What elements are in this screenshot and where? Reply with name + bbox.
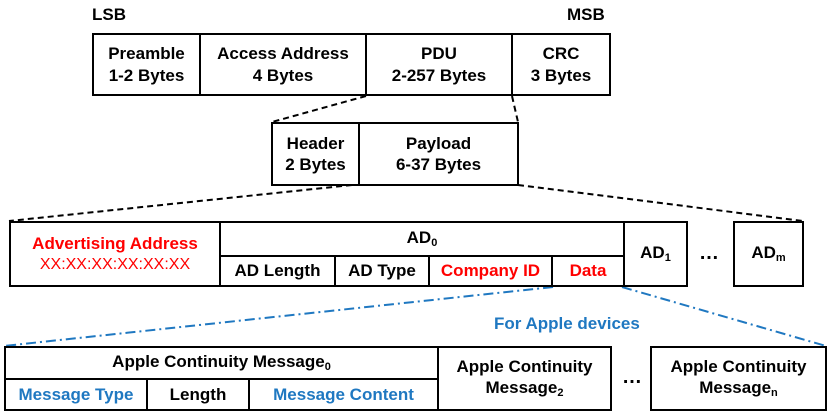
company-id-label: Company ID xyxy=(440,261,541,281)
ad1-label: AD1 xyxy=(640,243,671,265)
pdu-size: 2-257 Bytes xyxy=(391,65,487,85)
access-address-size: 4 Bytes xyxy=(252,65,314,85)
payload-right-connector xyxy=(517,184,804,222)
length-field: Length xyxy=(146,378,250,411)
adm-label: ADm xyxy=(751,243,786,265)
crc-field: CRC 3 Bytes xyxy=(511,33,611,96)
msb-label: MSB xyxy=(567,5,605,24)
length-label: Length xyxy=(169,384,227,404)
lsb-label: LSB xyxy=(92,5,126,24)
acmn-line2: Messagen xyxy=(699,378,778,400)
pdu-field: PDU 2-257 Bytes xyxy=(365,33,513,96)
apple-continuity-message-2-field: Apple Continuity Message2 xyxy=(437,346,612,411)
ad-length-field: AD Length xyxy=(219,255,336,287)
acm0-label: Apple Continuity Message0 xyxy=(112,352,331,374)
header-field: Header 2 Bytes xyxy=(271,122,360,186)
preamble-name: Preamble xyxy=(108,44,185,64)
header-size: 2 Bytes xyxy=(285,155,346,174)
pdu-right-connector xyxy=(511,95,519,123)
data-field: Data xyxy=(551,255,625,287)
payload-size: 6-37 Bytes xyxy=(395,155,482,174)
payload-field: Payload 6-37 Bytes xyxy=(358,122,519,186)
advertising-address-name: Advertising Address xyxy=(32,234,198,254)
access-address-field: Access Address 4 Bytes xyxy=(199,33,367,96)
header-name: Header xyxy=(286,133,345,153)
crc-name: CRC xyxy=(542,44,580,64)
ad1-field: AD1 xyxy=(623,221,688,287)
data-label: Data xyxy=(569,261,607,281)
message-type-label: Message Type xyxy=(18,384,134,404)
access-address-name: Access Address xyxy=(217,44,349,64)
acm2-line2: Message2 xyxy=(485,378,564,400)
apple-continuity-message-n-field: Apple Continuity Messagen xyxy=(650,346,827,411)
crc-size: 3 Bytes xyxy=(530,65,592,85)
acmn-line1: Apple Continuity xyxy=(670,357,807,376)
preamble-field: Preamble 1-2 Bytes xyxy=(92,33,201,96)
acm-ellipsis: … xyxy=(622,366,642,388)
data-right-connector xyxy=(621,286,827,347)
preamble-size: 1-2 Bytes xyxy=(108,65,185,85)
advertising-address-field: Advertising Address XX:XX:XX:XX:XX:XX xyxy=(9,221,221,287)
pdu-left-connector xyxy=(271,95,367,123)
apple-continuity-message-0-field: Apple Continuity Message0 xyxy=(4,346,439,380)
ad0-field: AD0 xyxy=(219,221,625,257)
company-id-field: Company ID xyxy=(428,255,553,287)
ad-type-field: AD Type xyxy=(334,255,430,287)
advertising-address-value: XX:XX:XX:XX:XX:XX xyxy=(39,255,191,273)
message-content-field: Message Content xyxy=(248,378,439,411)
ad-ellipsis: … xyxy=(699,242,719,264)
message-type-field: Message Type xyxy=(4,378,148,411)
ad-type-label: AD Type xyxy=(348,261,416,281)
acm2-line1: Apple Continuity xyxy=(456,357,593,376)
payload-name: Payload xyxy=(405,133,472,153)
data-left-connector xyxy=(3,286,554,347)
ad-length-label: AD Length xyxy=(234,261,321,281)
ad0-label: AD0 xyxy=(406,228,438,250)
adm-field: ADm xyxy=(733,221,804,287)
for-apple-devices-label: For Apple devices xyxy=(494,314,640,333)
payload-left-connector xyxy=(8,184,353,222)
message-content-label: Message Content xyxy=(273,384,414,404)
pdu-name: PDU xyxy=(421,44,457,64)
